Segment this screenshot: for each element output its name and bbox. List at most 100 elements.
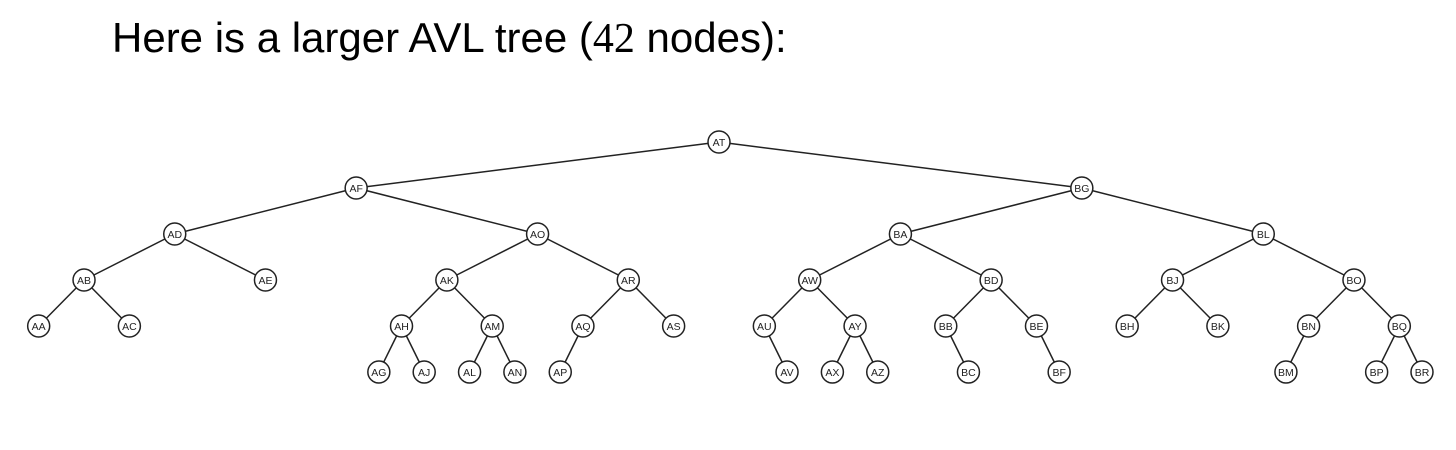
- edge-bg-ba: [900, 187, 1083, 235]
- tree-node-aa: AA: [26, 314, 51, 338]
- node-label: AA: [32, 321, 46, 333]
- edge-ad-ae: [174, 233, 266, 281]
- tree-node-ah: AH: [389, 314, 414, 338]
- tree-node-az: AZ: [865, 360, 890, 384]
- tree-node-ab: AB: [72, 268, 96, 292]
- node-circle: [661, 314, 686, 338]
- tree-node-bb: BB: [934, 314, 958, 338]
- tree-node-ac: AC: [117, 314, 142, 338]
- node-label: AO: [530, 229, 545, 241]
- node-circle: [1024, 314, 1049, 338]
- node-circle: [1274, 360, 1298, 384]
- tree-node-bm: BM: [1274, 360, 1298, 384]
- tree-node-bk: BK: [1206, 314, 1230, 338]
- node-circle: [1206, 314, 1230, 338]
- node-circle: [797, 268, 822, 292]
- tree-node-an: AN: [503, 360, 527, 384]
- node-label: BE: [1029, 321, 1043, 333]
- node-label: BN: [1301, 321, 1316, 333]
- tree-node-br: BR: [1410, 360, 1434, 384]
- tree-node-bq: BQ: [1387, 314, 1412, 338]
- node-label: AM: [484, 321, 500, 333]
- node-circle: [934, 314, 958, 338]
- node-circle: [1115, 314, 1139, 338]
- edge-ao-ar: [537, 233, 629, 281]
- tree-node-bg: BG: [1070, 176, 1094, 200]
- node-label: BO: [1346, 275, 1361, 287]
- node-label: BF: [1052, 367, 1065, 379]
- node-circle: [1342, 268, 1366, 292]
- node-circle: [344, 176, 368, 200]
- edge-ao-ak: [446, 233, 538, 281]
- node-label: AL: [463, 367, 476, 379]
- node-label: BH: [1120, 321, 1135, 333]
- tree-node-bl: BL: [1251, 222, 1276, 246]
- node-label: BA: [893, 229, 907, 241]
- node-label: AT: [713, 137, 726, 149]
- tree-node-ax: AX: [820, 360, 845, 384]
- node-circle: [865, 360, 890, 384]
- node-circle: [820, 360, 845, 384]
- tree-node-as: AS: [661, 314, 686, 338]
- node-circle: [1251, 222, 1276, 246]
- tree-node-ar: AR: [616, 268, 641, 292]
- node-circle: [752, 314, 777, 338]
- edge-ba-bd: [900, 233, 992, 281]
- node-circle: [1387, 314, 1412, 338]
- node-label: AX: [825, 367, 839, 379]
- node-circle: [571, 314, 595, 338]
- edge-ad-ab: [83, 233, 176, 281]
- node-label: BP: [1370, 367, 1384, 379]
- node-circle: [389, 314, 414, 338]
- node-label: AU: [757, 321, 772, 333]
- edge-at-af: [356, 141, 720, 189]
- node-label: AR: [621, 275, 636, 287]
- edge-af-ad: [174, 187, 357, 235]
- tree-node-ao: AO: [525, 222, 550, 246]
- tree-node-af: AF: [344, 176, 368, 200]
- node-label: AN: [508, 367, 523, 379]
- node-label: AK: [440, 275, 454, 287]
- node-label: AS: [667, 321, 681, 333]
- node-circle: [72, 268, 96, 292]
- tree-node-bd: BD: [979, 268, 1003, 292]
- node-label: BB: [939, 321, 953, 333]
- tree-node-bo: BO: [1342, 268, 1366, 292]
- node-label: AY: [848, 321, 861, 333]
- node-circle: [117, 314, 142, 338]
- node-circle: [979, 268, 1003, 292]
- tree-node-au: AU: [752, 314, 777, 338]
- node-circle: [707, 130, 731, 154]
- tree-node-ag: AG: [367, 360, 391, 384]
- tree-node-aq: AQ: [571, 314, 595, 338]
- node-circle: [1364, 360, 1389, 384]
- node-label: BM: [1278, 367, 1294, 379]
- tree-node-ad: AD: [162, 222, 187, 246]
- tree-node-at: AT: [707, 130, 731, 154]
- node-circle: [775, 360, 799, 384]
- node-circle: [503, 360, 527, 384]
- node-circle: [843, 314, 867, 338]
- node-circle: [956, 360, 981, 384]
- node-label: BQ: [1392, 321, 1407, 333]
- node-label: AW: [801, 275, 818, 287]
- node-label: AQ: [575, 321, 590, 333]
- tree-node-bf: BF: [1047, 360, 1071, 384]
- node-circle: [1296, 314, 1321, 338]
- node-label: BL: [1257, 229, 1270, 241]
- node-circle: [253, 268, 278, 292]
- node-label: AZ: [871, 367, 885, 379]
- node-label: BR: [1415, 367, 1430, 379]
- node-label: AP: [553, 367, 567, 379]
- node-circle: [457, 360, 482, 384]
- node-label: AB: [77, 275, 91, 287]
- tree-node-aw: AW: [797, 268, 822, 292]
- node-label: AJ: [418, 367, 430, 379]
- tree-node-bc: BC: [956, 360, 981, 384]
- tree-node-ay: AY: [843, 314, 867, 338]
- node-circle: [525, 222, 550, 246]
- node-label: AE: [258, 275, 272, 287]
- tree-node-bh: BH: [1115, 314, 1139, 338]
- edge-ba-aw: [809, 233, 901, 281]
